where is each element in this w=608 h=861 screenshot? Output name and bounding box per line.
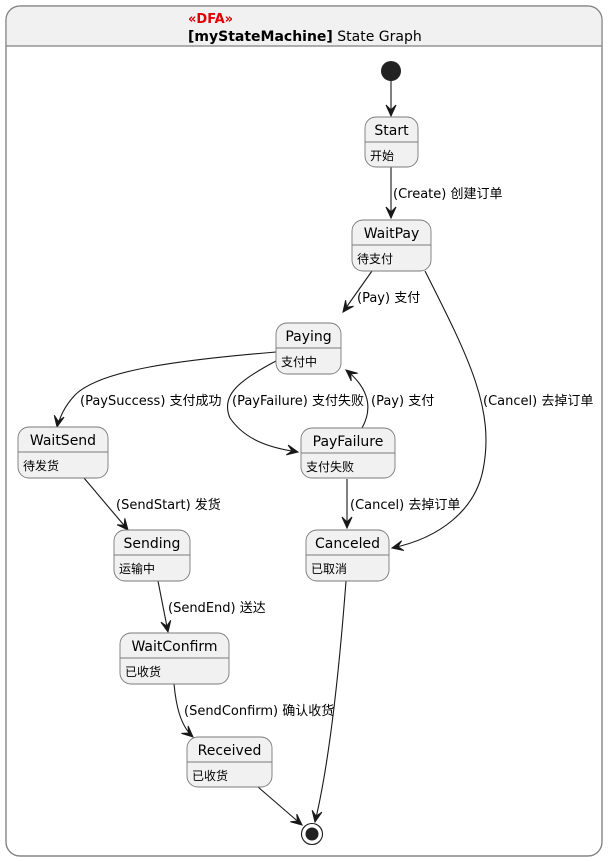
state-description: 运输中	[119, 561, 155, 576]
arrowhead-icon	[290, 813, 303, 826]
edge-label-sendend: (SendEnd) 送达	[168, 601, 266, 616]
arrowhead-icon	[390, 540, 405, 551]
initial-state-icon[interactable]	[381, 61, 401, 81]
state-box[interactable]	[305, 529, 390, 582]
state-name: WaitConfirm	[131, 639, 217, 655]
diagram-title: [myStateMachine] State Graph	[188, 29, 422, 45]
state-name: WaitPay	[364, 226, 420, 242]
arrowhead-icon	[385, 206, 397, 220]
edge-label-create: (Create) 创建订单	[393, 187, 502, 202]
state-box[interactable]	[17, 426, 109, 479]
state-start[interactable]: Start 开始	[364, 116, 419, 168]
state-name: Start	[374, 123, 409, 139]
state-description: 已收货	[192, 768, 228, 783]
edge-canceled-final[interactable]	[314, 580, 347, 823]
diagram-header	[6, 6, 602, 46]
arrowhead-icon	[385, 104, 397, 118]
state-box[interactable]	[119, 632, 230, 685]
edge-received-final[interactable]	[257, 786, 303, 826]
state-name: Received	[198, 743, 262, 759]
state-name: WaitSend	[30, 433, 96, 449]
state-description: 已收货	[125, 664, 161, 679]
machine-name: [myStateMachine]	[188, 29, 333, 45]
state-box[interactable]	[351, 219, 432, 272]
edge-label-cancel-payfailure: (Cancel) 去掉订单	[350, 498, 460, 513]
arrowhead-icon	[341, 516, 353, 530]
state-description: 支付失败	[306, 459, 354, 474]
edge-label-pay: (Pay) 支付	[357, 291, 420, 306]
state-description: 已取消	[311, 562, 347, 576]
state-description: 支付中	[281, 354, 317, 369]
state-paying[interactable]: Paying 支付中	[275, 322, 342, 375]
state-box[interactable]	[275, 322, 342, 375]
edge-label-pay-retry: (Pay) 支付	[371, 394, 434, 409]
final-state-icon[interactable]	[300, 822, 324, 846]
edge-waitsend-sending[interactable]	[83, 477, 129, 531]
edge-label-payfailure: (PayFailure) 支付失败	[232, 394, 364, 409]
state-sending[interactable]: Sending 运输中	[113, 529, 191, 582]
state-description: 待支付	[357, 252, 393, 266]
state-description: 开始	[370, 149, 394, 163]
arrowhead-icon	[116, 518, 129, 531]
state-waitpay[interactable]: WaitPay 待支付	[351, 219, 432, 272]
state-waitconfirm[interactable]: WaitConfirm 已收货	[119, 632, 230, 685]
state-canceled[interactable]: Canceled 已取消	[305, 529, 390, 582]
arrowhead-icon	[53, 414, 65, 429]
edge-paying-payfailure[interactable]	[226, 360, 299, 453]
state-received[interactable]: Received 已收货	[186, 736, 273, 788]
edge-label-cancel-waitpay: (Cancel) 去掉订单	[483, 394, 593, 409]
arrowhead-icon	[345, 369, 358, 382]
state-name: Sending	[124, 536, 181, 552]
edge-waitpay-canceled[interactable]	[391, 270, 487, 549]
edge-waitpay-paying[interactable]	[342, 270, 373, 313]
state-description: 待发货	[23, 458, 59, 473]
arrowhead-icon	[342, 300, 354, 313]
state-box[interactable]	[113, 529, 191, 582]
stereotype-label: «DFA»	[188, 12, 233, 27]
edge-label-sendconfirm: (SendConfirm) 确认收货	[184, 703, 334, 719]
edge-paying-waitsend[interactable]	[56, 351, 277, 428]
state-name: PayFailure	[313, 434, 384, 450]
state-payfailure[interactable]: PayFailure 支付失败	[300, 427, 396, 479]
edge-sending-waitconfirm[interactable]	[157, 580, 169, 633]
state-name: Paying	[285, 329, 331, 345]
state-name: Canceled	[315, 536, 380, 552]
arrowhead-icon	[160, 619, 172, 634]
title-suffix: State Graph	[333, 29, 422, 45]
arrowhead-icon	[181, 725, 194, 738]
edge-label-paysuccess: (PaySuccess) 支付成功	[80, 394, 222, 409]
state-waitsend[interactable]: WaitSend 待发货	[17, 426, 109, 479]
edge-label-sendstart: (SendStart) 发货	[116, 497, 221, 513]
arrowhead-icon	[285, 444, 300, 456]
arrowhead-icon	[311, 809, 323, 824]
